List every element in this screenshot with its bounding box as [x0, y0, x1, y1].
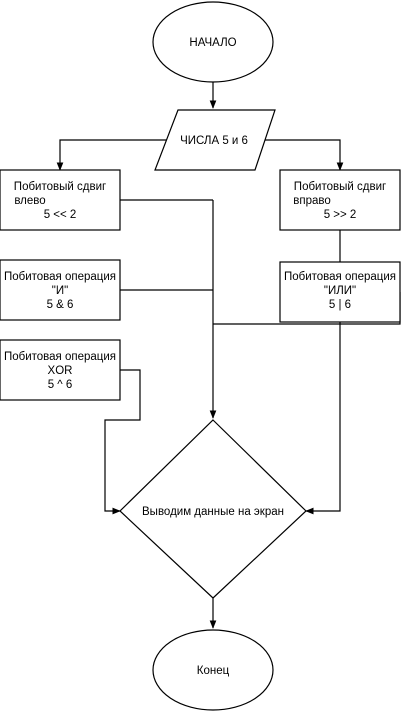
and-line-3: 5 & 6	[47, 299, 74, 311]
or-process: Побитовая операция "ИЛИ" 5 | 6	[279, 261, 401, 323]
arrow-xor-to-output-left	[104, 369, 141, 515]
end-terminal: Конец	[152, 629, 274, 711]
and-line-2: "И"	[52, 285, 68, 297]
xor-line-2: XOR	[48, 365, 73, 377]
input-label: ЧИСЛА 5 и 6	[180, 135, 248, 147]
and-process: Побитовая операция "И" 5 & 6	[0, 259, 121, 321]
xor-process: Побитовая операция XOR 5 ^ 6	[0, 339, 121, 401]
arrow-or-to-output-right	[305, 322, 341, 515]
or-line-1: Побитовая операция	[284, 271, 396, 283]
start-label: НАЧАЛО	[189, 37, 236, 49]
end-label: Конец	[197, 665, 230, 677]
shift-left-line-2: влево	[14, 195, 45, 207]
shift-right-line-2: вправо	[293, 195, 331, 207]
output-diamond: Выводим данные на экран	[119, 419, 307, 599]
or-line-2: "ИЛИ"	[324, 285, 356, 297]
shift-right-line-1: Побитовый сдвиг	[294, 181, 386, 193]
arrow-input-to-shift-right	[265, 139, 344, 171]
start-terminal: НАЧАЛО	[152, 1, 274, 83]
shift-left-process: Побитовый сдвиг влево 5 << 2	[0, 169, 121, 231]
shift-right-process: Побитовый сдвиг вправо 5 >> 2	[279, 169, 401, 231]
shift-left-line-1: Побитовый сдвиг	[14, 181, 106, 193]
shift-left-line-3: 5 << 2	[44, 209, 77, 221]
connectors	[56, 82, 401, 629]
xor-line-1: Побитовая операция	[4, 351, 116, 363]
output-label: Выводим данные на экран	[142, 506, 284, 518]
and-line-1: Побитовая операция	[4, 271, 116, 283]
xor-line-3: 5 ^ 6	[48, 379, 73, 391]
or-line-3: 5 | 6	[329, 299, 351, 311]
input-parallelogram: ЧИСЛА 5 и 6	[154, 109, 276, 171]
arrow-input-to-shift-left	[56, 139, 168, 171]
shift-right-line-3: 5 >> 2	[324, 209, 357, 221]
